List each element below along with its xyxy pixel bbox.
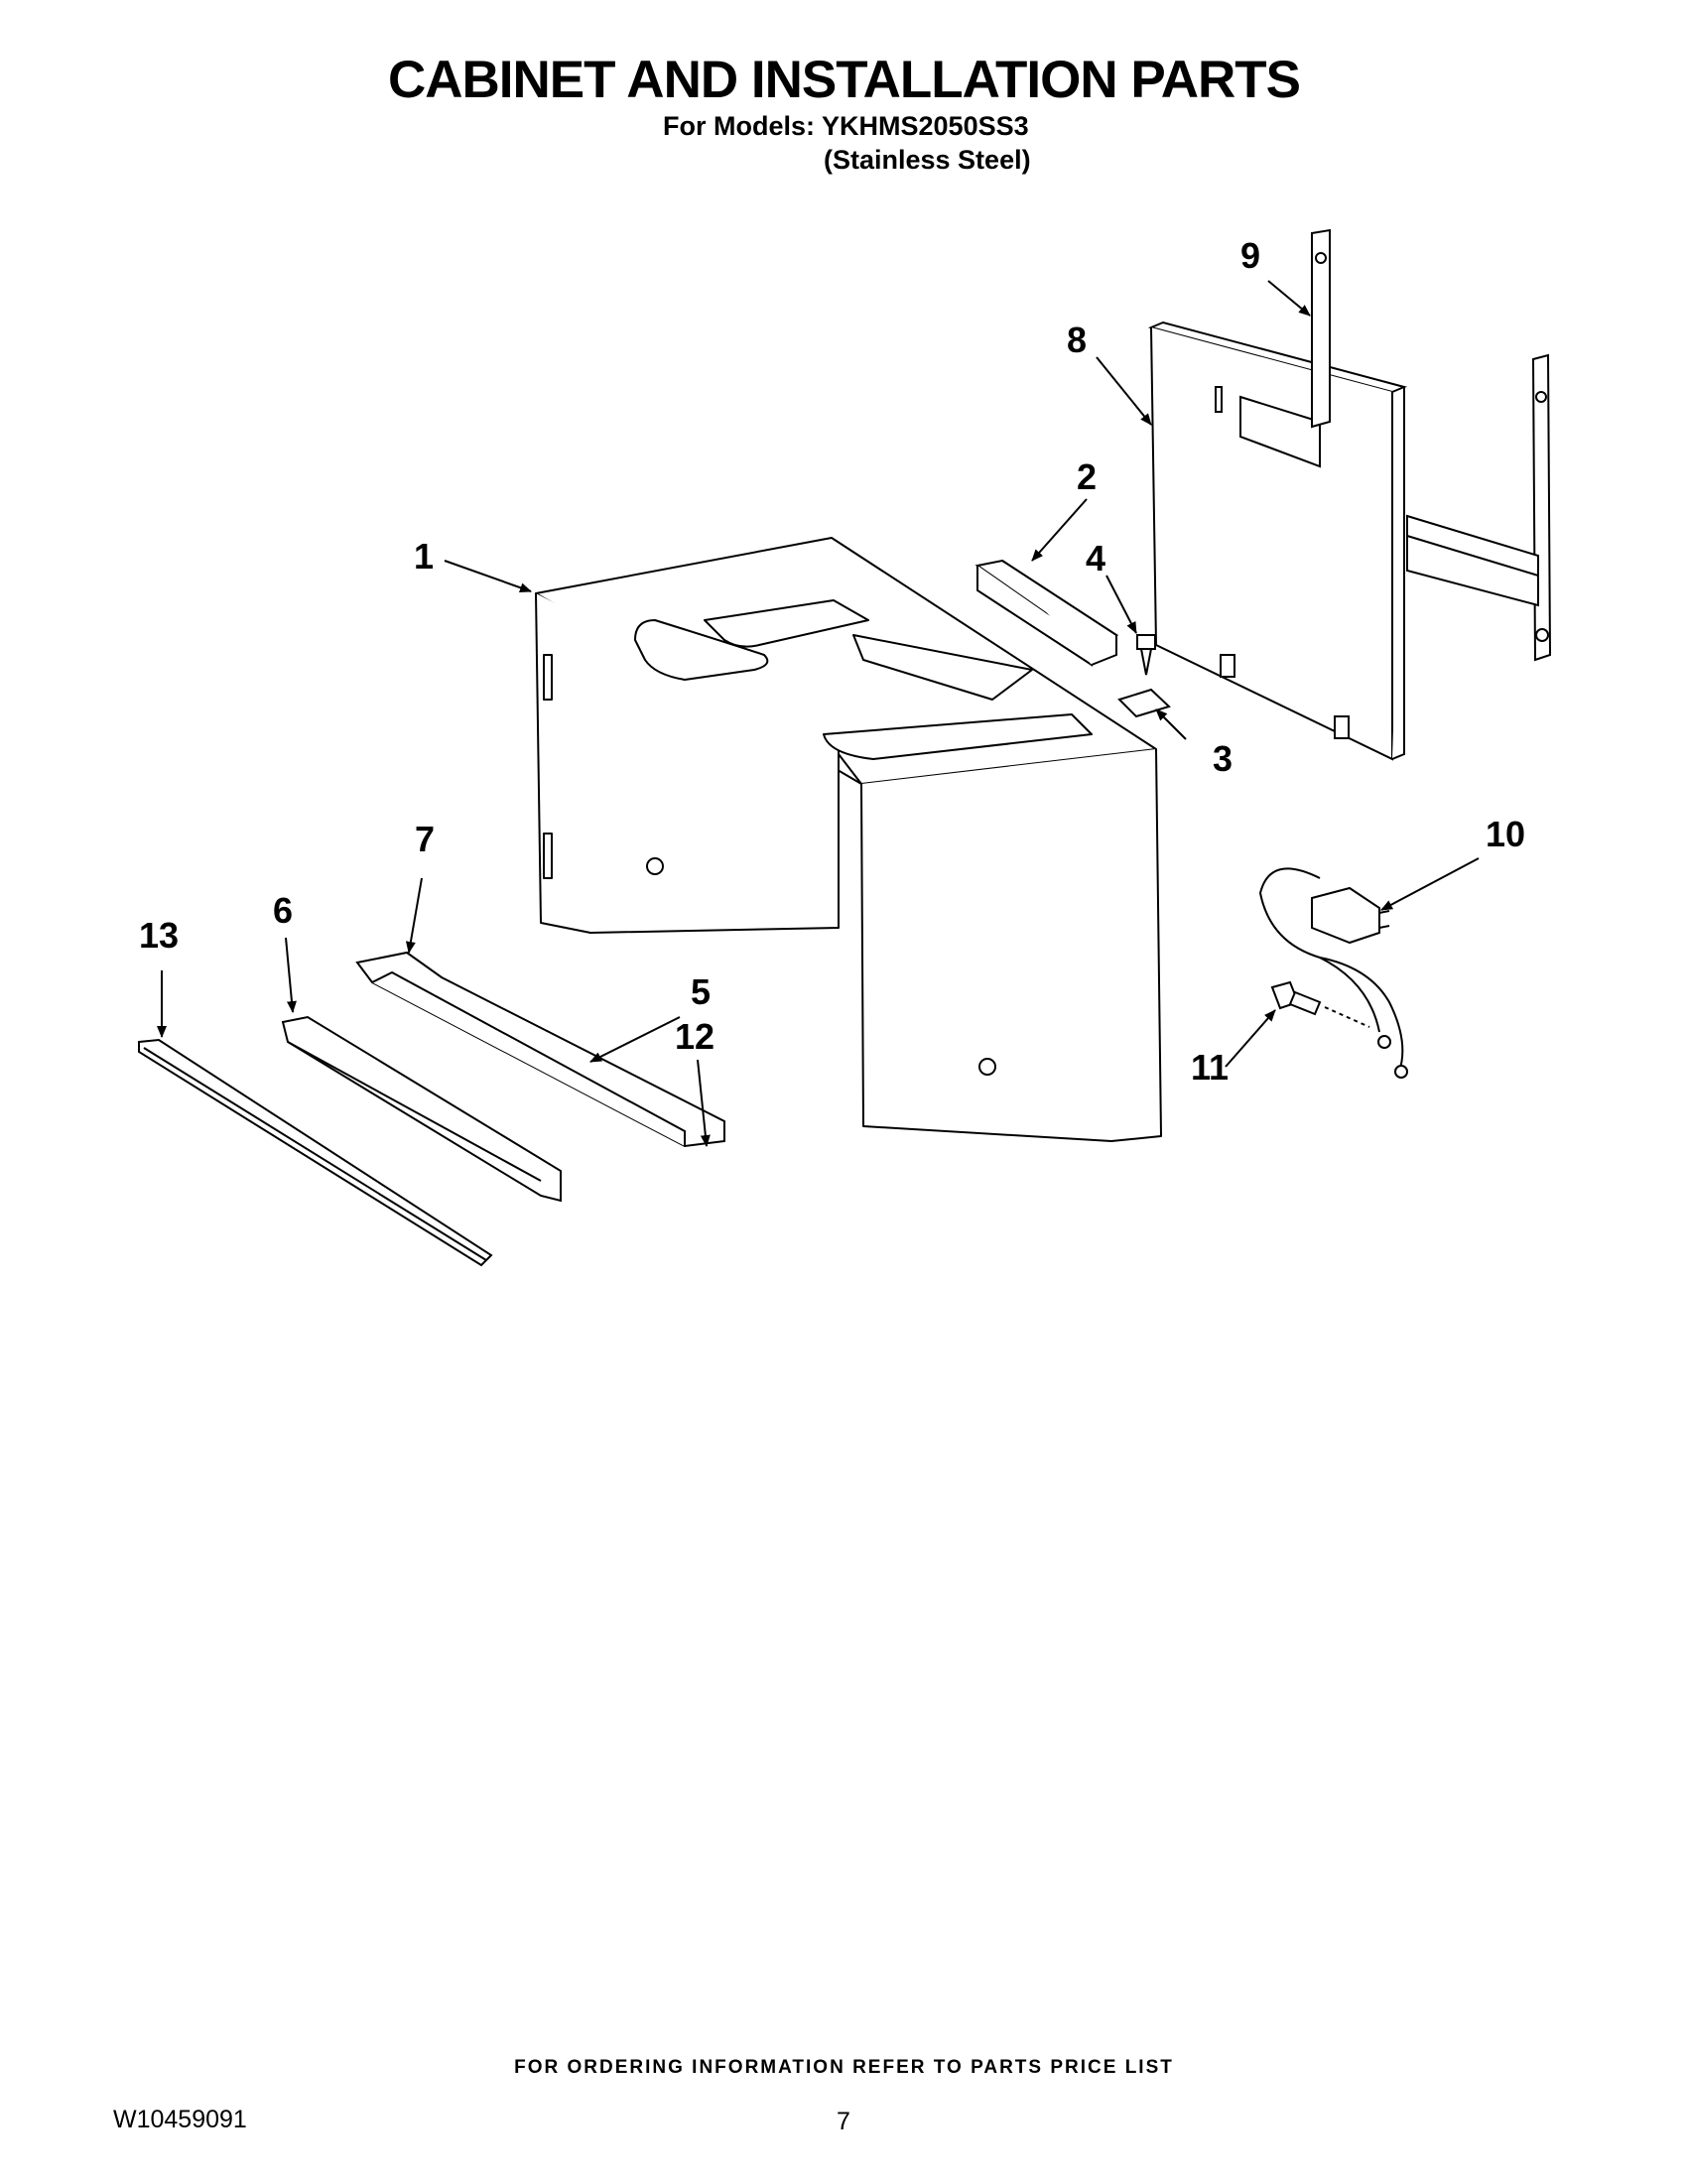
- callout-8: 8: [1067, 320, 1087, 360]
- grille-frame-part: [355, 951, 725, 1148]
- callout-arrow: [1380, 857, 1480, 911]
- callout-12: 12: [675, 1016, 714, 1057]
- vent-grille-part: [281, 1015, 562, 1203]
- callout-11: 11: [1191, 1047, 1229, 1088]
- callout-arrow: [1155, 708, 1187, 740]
- callout-arrow: [444, 560, 532, 593]
- callout-arrow: [589, 1016, 681, 1063]
- callout-arrow: [1096, 356, 1152, 426]
- page-number: 7: [837, 2108, 850, 2135]
- finish-line: (Stainless Steel): [824, 145, 1031, 175]
- callout-arrow: [1225, 1009, 1276, 1068]
- ordering-information-note: FOR ORDERING INFORMATION REFER TO PARTS …: [514, 2057, 1174, 2078]
- callout-arrow: [1031, 498, 1088, 562]
- models-line: For Models: YKHMS2050SS3: [663, 111, 1029, 141]
- callout-13: 13: [139, 915, 179, 956]
- page-title: CABINET AND INSTALLATION PARTS: [387, 51, 1301, 109]
- callout-9: 9: [1240, 235, 1260, 276]
- callout-arrow: [1105, 575, 1137, 634]
- callout-7: 7: [415, 819, 435, 859]
- ground-screw-part: [1270, 980, 1370, 1028]
- callout-arrow: [285, 937, 297, 1013]
- vent-bracket-part: [974, 559, 1119, 667]
- screw-part: [1136, 634, 1156, 676]
- callout-arrow: [697, 1059, 711, 1147]
- callout-6: 6: [273, 890, 293, 931]
- rear-mounting-panel-part: [1147, 321, 1408, 761]
- callout-1: 1: [414, 536, 434, 577]
- callout-5: 5: [691, 971, 711, 1012]
- mounting-plate-part: [1117, 688, 1171, 718]
- trim-strip-part: [138, 1038, 493, 1267]
- cabinet-wrapper-part: [535, 537, 1162, 1142]
- callout-3: 3: [1213, 738, 1233, 779]
- callout-arrow: [405, 877, 423, 954]
- callout-10: 10: [1486, 814, 1525, 854]
- callout-2: 2: [1077, 456, 1097, 497]
- wall-plate-part: [1311, 228, 1552, 662]
- callout-arrow: [1267, 280, 1311, 317]
- document-number: W10459091: [113, 2106, 247, 2133]
- callout-4: 4: [1086, 538, 1105, 578]
- power-cord-part: [1258, 867, 1408, 1079]
- callout-arrows: [157, 280, 1480, 1147]
